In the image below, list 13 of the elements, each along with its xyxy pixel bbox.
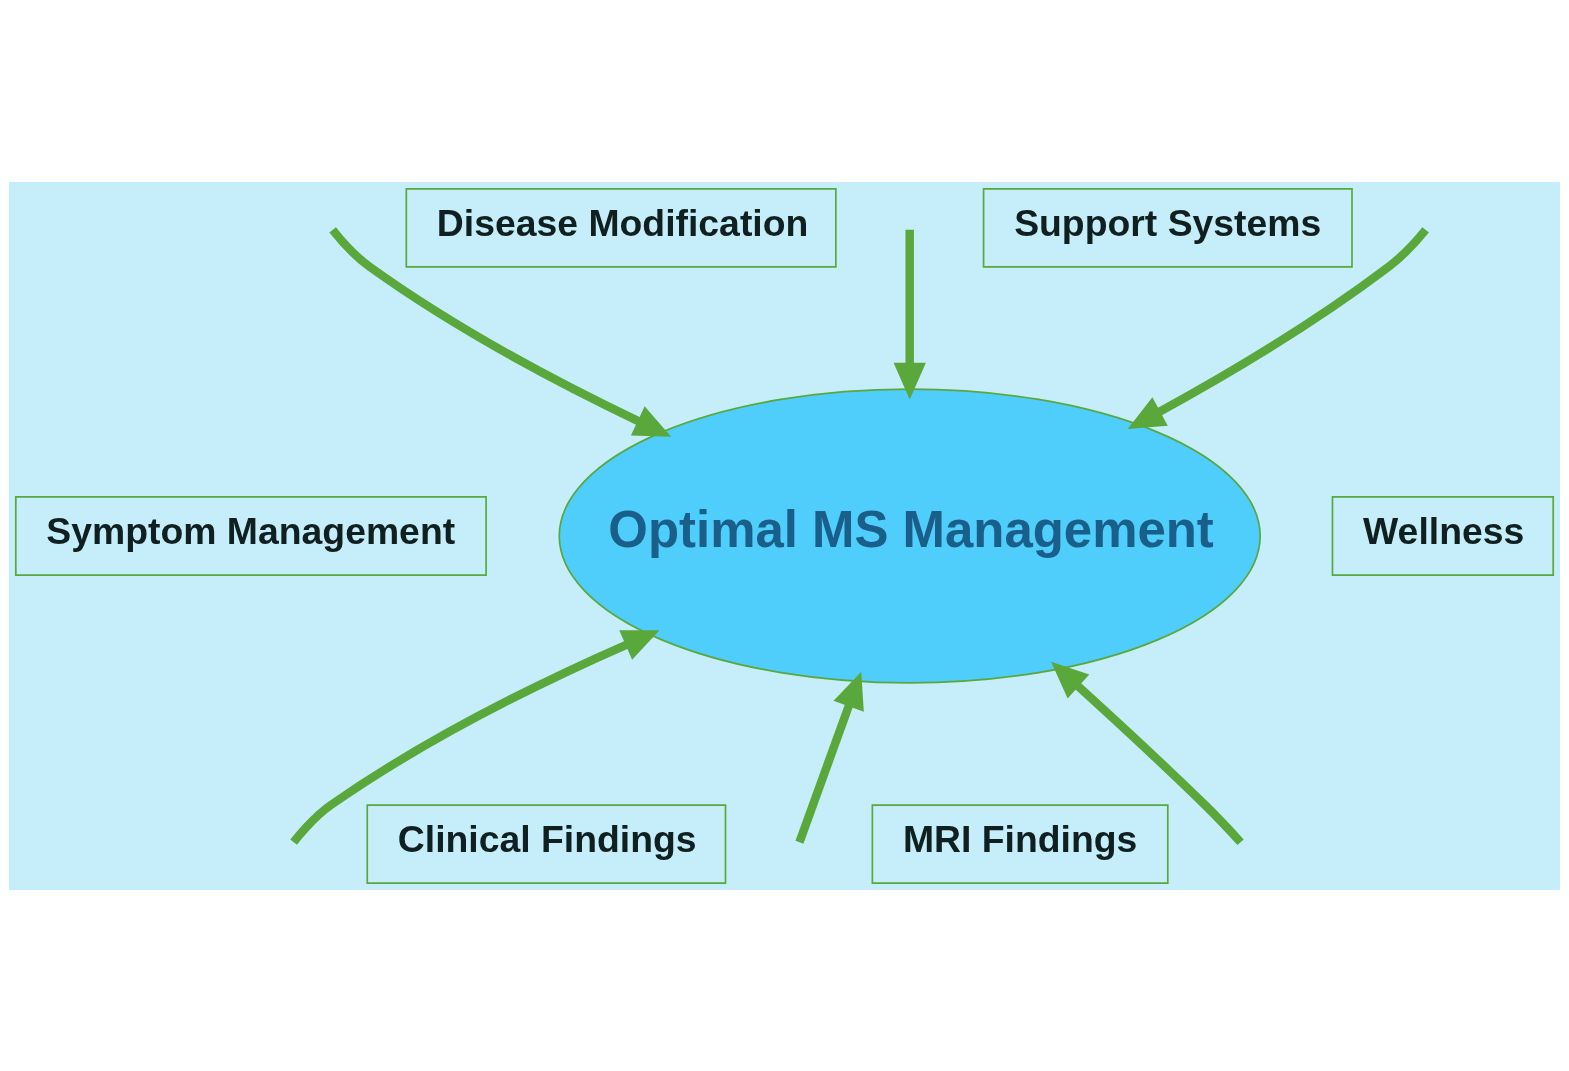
node-box: Symptom Management (14, 495, 487, 576)
node-ellipse: Optimal MS Management (558, 387, 1261, 684)
node-box: Wellness (1331, 495, 1555, 576)
node-box: Support Systems (982, 187, 1353, 268)
arrow (795, 671, 864, 844)
arrow (893, 229, 926, 400)
arrow (290, 629, 660, 845)
node-box: MRI Findings (871, 803, 1169, 884)
arrow (329, 226, 672, 437)
arrow (1051, 661, 1244, 845)
node-box: Disease Modification (405, 187, 837, 268)
node-box: Clinical Findings (366, 803, 727, 884)
arrow (1127, 226, 1429, 429)
